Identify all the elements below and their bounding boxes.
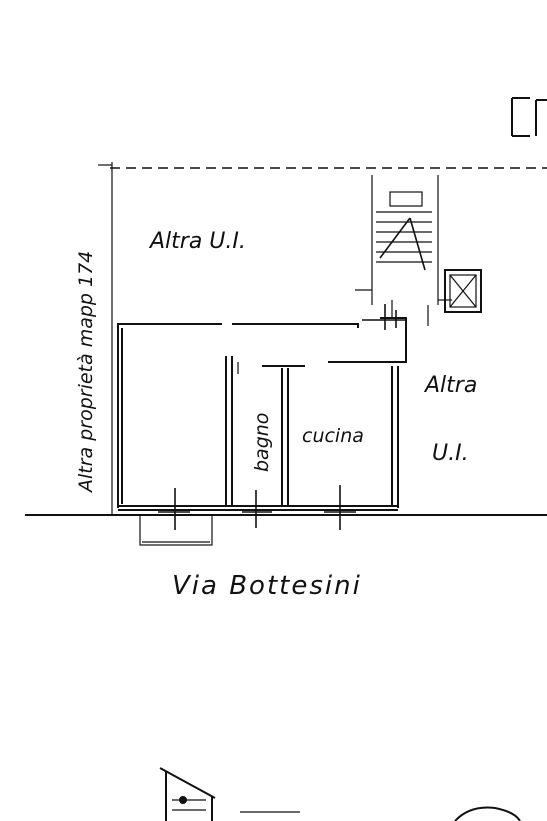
label-bathroom: bagno (251, 413, 273, 472)
stairwell (355, 175, 452, 326)
page-marker (511, 97, 547, 137)
label-right-unit-line1: Altra (423, 373, 477, 398)
facade-openings (139, 485, 356, 546)
label-left-property: Altra proprietà mapp 174 (75, 251, 97, 494)
property-boundary (98, 162, 547, 515)
entry-door (362, 304, 406, 330)
label-kitchen: cucina (302, 425, 364, 447)
apartment-walls (117, 317, 407, 511)
lower-plan-fragment (159, 767, 521, 821)
label-right-unit-line2: U.I. (432, 441, 469, 466)
elevator-shaft (444, 269, 482, 313)
label-street: Via Bottesini (172, 571, 362, 601)
interior-partitions (225, 356, 305, 506)
label-upper-unit: Altra U.I. (148, 229, 246, 254)
